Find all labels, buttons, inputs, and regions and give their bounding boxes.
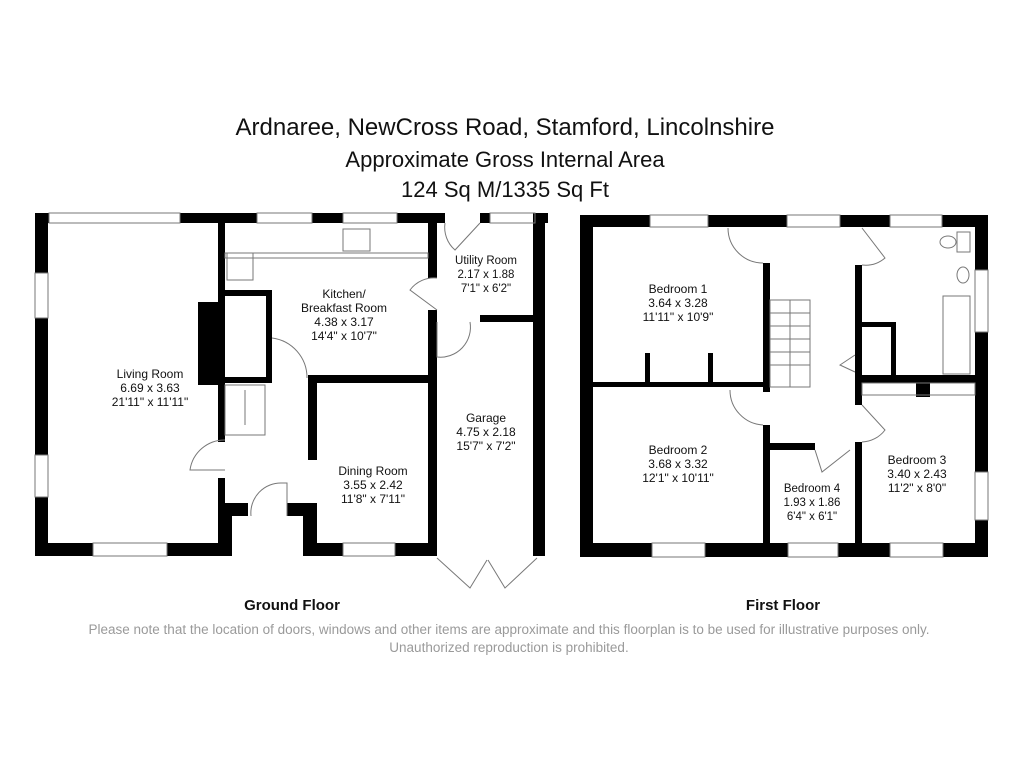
room-name: Bedroom 3	[887, 453, 947, 467]
room-name: Dining Room	[338, 464, 408, 478]
room-imperial: 12'1" x 10'11"	[642, 471, 714, 485]
room-imperial: 11'11" x 10'9"	[642, 310, 714, 324]
room-name: Bedroom 1	[648, 282, 708, 296]
room-name: Kitchen/ Breakfast Room	[300, 287, 388, 315]
room-name: Bedroom 2	[648, 443, 708, 457]
room-metric: 1.93 x 1.86	[783, 497, 841, 509]
room-utility: Utility Room 2.17 x 1.88 7'1" x 6'2"	[455, 254, 517, 296]
room-metric: 4.38 x 3.17	[314, 315, 374, 329]
room-imperial: 6'4" x 6'1"	[786, 511, 838, 523]
disclaimer: Please note that the location of doors, …	[88, 622, 930, 655]
property-address: Ardnaree, NewCross Road, Stamford, Linco…	[235, 114, 775, 141]
room-imperial: 11'2" x 8'0"	[887, 481, 947, 495]
room-metric: 6.69 x 3.63	[120, 381, 180, 395]
room-name: Living Room	[116, 367, 184, 381]
room-name: Garage	[465, 411, 507, 425]
room-metric: 3.40 x 2.43	[887, 467, 947, 481]
room-metric: 3.55 x 2.42	[343, 478, 403, 492]
room-metric: 3.68 x 3.32	[648, 457, 708, 471]
first-floor-fixtures	[649, 214, 989, 558]
room-metric: 4.75 x 2.18	[456, 425, 516, 439]
room-metric: 2.17 x 1.88	[457, 269, 515, 281]
room-metric: 3.64 x 3.28	[648, 296, 708, 310]
room-imperial: 21'11" x 11'11"	[111, 395, 189, 409]
first-floor-walls	[580, 215, 988, 557]
room-imperial: 15'7" x 7'2"	[456, 439, 516, 453]
ground-floor-fixtures	[34, 212, 538, 589]
room-name: Utility Room	[455, 255, 517, 267]
ground-floor-label: Ground Floor	[244, 597, 340, 614]
first-floor-label: First Floor	[745, 597, 821, 614]
room-imperial: 14'4" x 10'7"	[311, 329, 377, 343]
room-name: Bedroom 4	[783, 483, 841, 495]
room-bedroom-4: Bedroom 4 1.93 x 1.86 6'4" x 6'1"	[784, 482, 841, 524]
room-imperial: 11'8" x 7'11"	[340, 492, 406, 506]
area-label: Approximate Gross Internal Area	[345, 147, 665, 172]
area-value: 124 Sq M/1335 Sq Ft	[401, 177, 609, 202]
ground-floor-walls	[35, 213, 548, 556]
room-imperial: 7'1" x 6'2"	[460, 283, 512, 295]
